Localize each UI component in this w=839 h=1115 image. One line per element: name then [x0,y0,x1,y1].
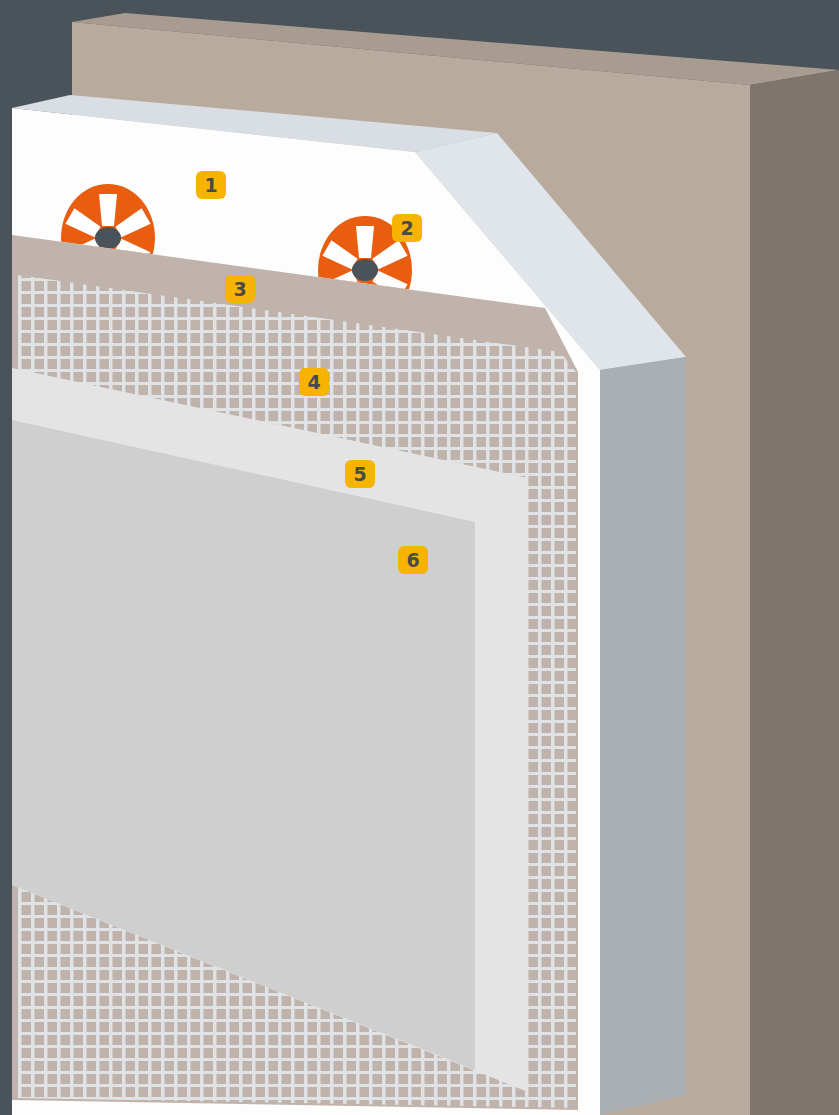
callout-number: 4 [299,368,329,396]
callout-number: 6 [398,546,428,574]
insulation-side [600,357,686,1115]
finish-coat [12,420,475,1070]
insulation-front [12,108,600,1115]
wall-side [750,70,839,1115]
callout-number: 3 [225,275,255,303]
callout-number: 2 [392,214,422,242]
callout-number: 5 [345,460,375,488]
callout-number: 1 [196,171,226,199]
base-coat [12,235,578,1110]
primer-coat [12,368,528,1092]
